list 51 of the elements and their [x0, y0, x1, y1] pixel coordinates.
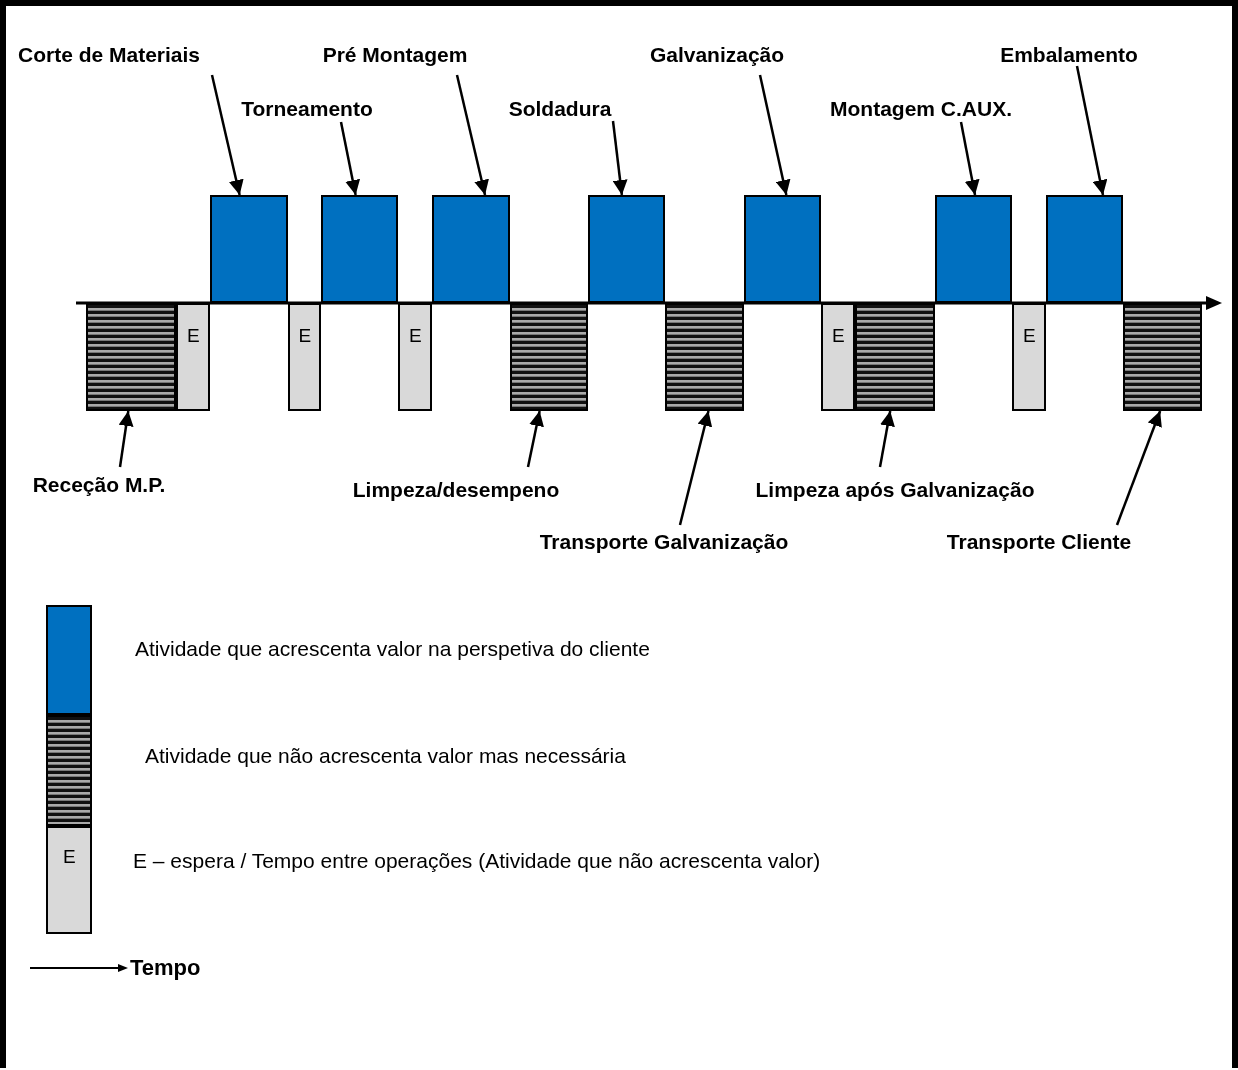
- waiting-bar: [821, 303, 855, 411]
- activity-label: Limpeza após Galvanização: [755, 478, 1035, 502]
- leader-arrow: [526, 410, 544, 468]
- value-activity-bar: [210, 195, 288, 303]
- legend-text: Atividade que acrescenta valor na perspetiva do cliente: [135, 637, 650, 661]
- leader-arrow: [878, 410, 895, 468]
- value-activity-bar: [432, 195, 510, 303]
- activity-label: Montagem C.AUX.: [830, 97, 1012, 121]
- activity-label: Receção M.P.: [32, 473, 166, 497]
- necessary-activity-bar: [855, 303, 935, 411]
- waiting-bar: [288, 303, 321, 411]
- wait-marker: E: [63, 846, 76, 868]
- wait-marker: E: [1023, 325, 1036, 347]
- necessary-activity-bar: [510, 303, 588, 411]
- value-activity-bar: [744, 195, 821, 303]
- activity-label: Soldadura: [508, 97, 612, 121]
- activity-label: Torneamento: [241, 97, 373, 121]
- value-activity-bar: [935, 195, 1012, 303]
- activity-label: Limpeza/desempeno: [352, 478, 560, 502]
- necessary-activity-bar: [1123, 303, 1202, 411]
- wait-marker: E: [409, 325, 422, 347]
- legend-text: Atividade que não acrescenta valor mas necessária: [145, 744, 626, 768]
- wait-marker: E: [832, 325, 845, 347]
- legend-text: Tempo: [130, 955, 201, 981]
- waiting-bar: [1012, 303, 1046, 411]
- activity-label: Corte de Materiais: [17, 43, 201, 67]
- activity-label: Embalamento: [1000, 43, 1138, 67]
- activity-label: Pré Montagem: [322, 43, 468, 67]
- leader-arrow: [758, 74, 791, 196]
- necessary-activity-bar: [86, 303, 176, 411]
- wait-marker: E: [298, 325, 312, 347]
- wait-marker: E: [187, 325, 200, 347]
- value-activity-bar: [588, 195, 665, 303]
- waiting-bar: [176, 303, 210, 411]
- activity-label: Transporte Cliente: [946, 530, 1132, 554]
- leader-arrow: [1115, 410, 1162, 526]
- waiting-bar: [398, 303, 432, 411]
- activity-label: Transporte Galvanização: [539, 530, 789, 554]
- value-activity-bar: [321, 195, 398, 303]
- leader-arrow: [455, 74, 489, 196]
- leader-arrow: [339, 121, 361, 196]
- leader-arrow: [611, 120, 628, 196]
- value-activity-bar: [1046, 195, 1123, 303]
- legend-text: E – espera / Tempo entre operações (Atividade que não acrescenta valor): [133, 849, 821, 873]
- leader-arrow: [210, 74, 244, 196]
- leader-arrow: [118, 410, 134, 468]
- necessary-activity-bar: [665, 303, 744, 411]
- leader-arrow: [959, 121, 980, 196]
- leader-arrow: [678, 410, 713, 526]
- leader-arrow: [1075, 65, 1108, 196]
- activity-label: Galvanização: [649, 43, 785, 67]
